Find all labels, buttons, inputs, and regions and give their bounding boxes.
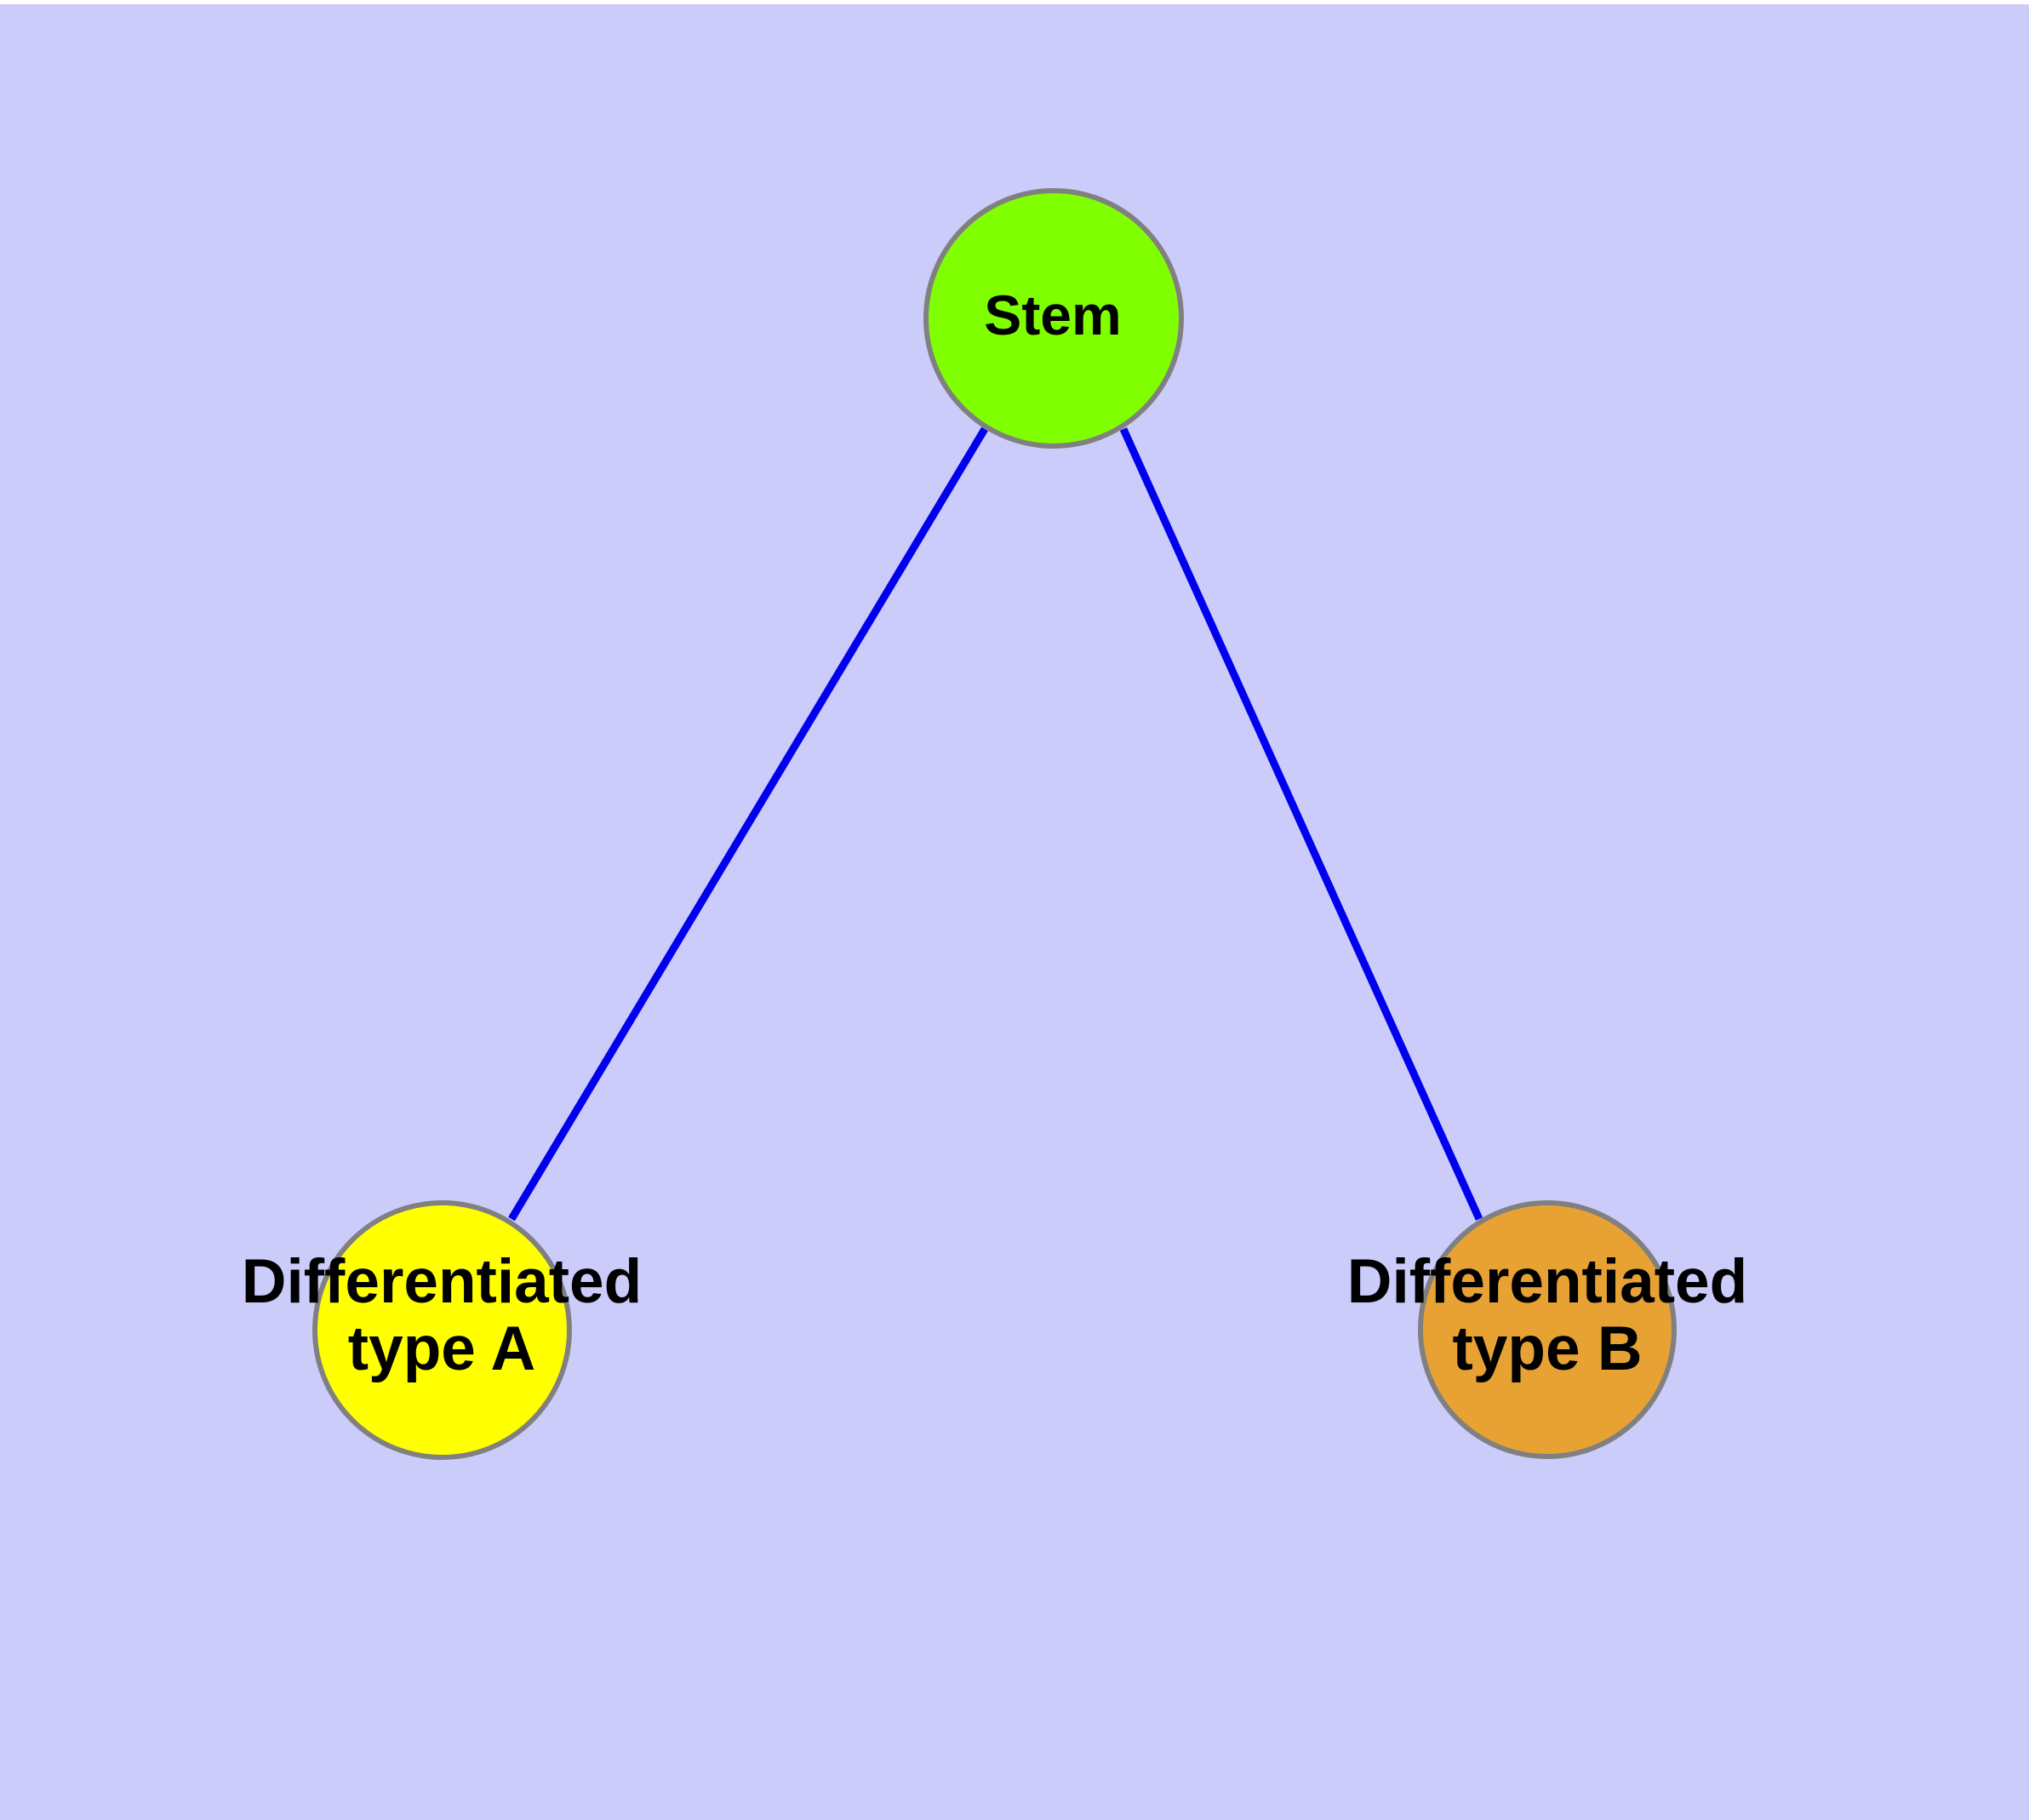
node-differentiated-type-b[interactable] <box>1418 1200 1677 1459</box>
node-differentiated-type-a[interactable] <box>311 1199 572 1460</box>
node-stem[interactable] <box>923 188 1184 449</box>
edge-stem-to-differentiated-type-b <box>1119 427 1483 1221</box>
edge-stem-to-differentiated-type-a <box>508 426 988 1222</box>
